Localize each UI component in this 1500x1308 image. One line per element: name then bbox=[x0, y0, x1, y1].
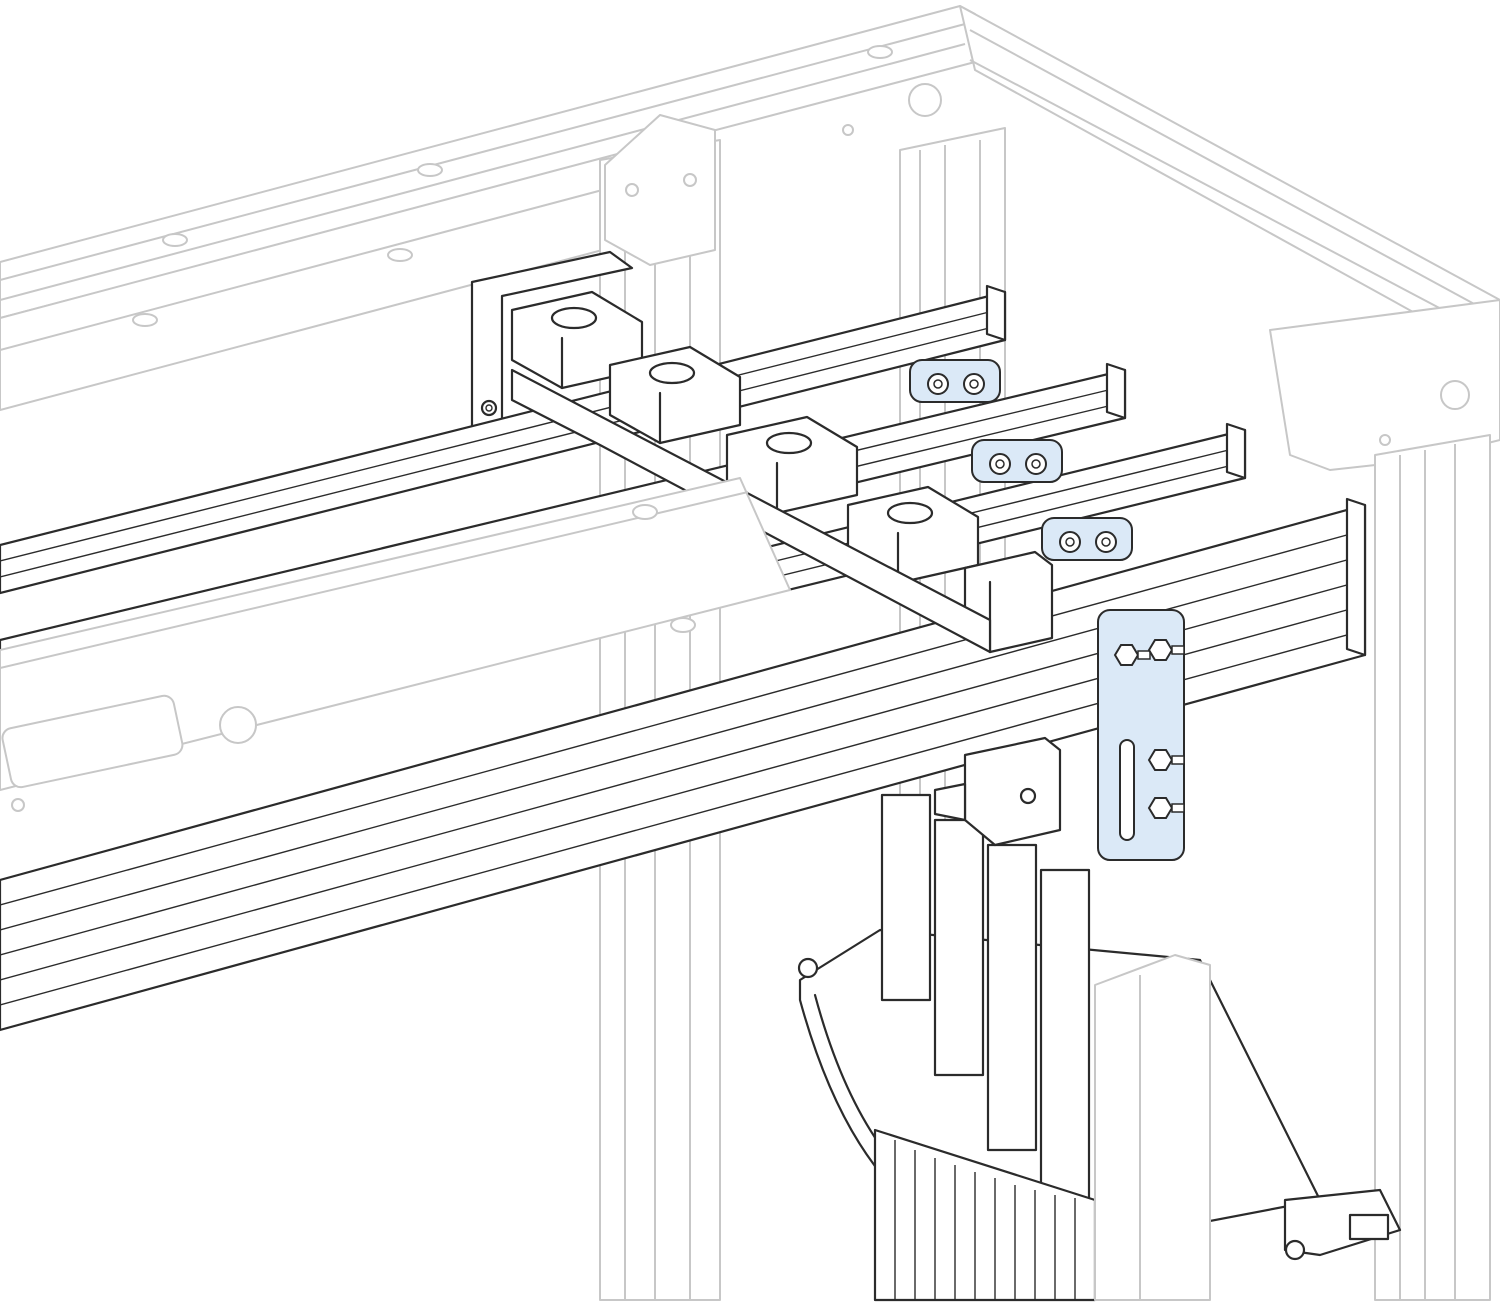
bolt-icon bbox=[1113, 644, 1151, 666]
adjustment-slot bbox=[1119, 739, 1135, 841]
plate-2 bbox=[971, 439, 1063, 483]
bolt-icon bbox=[1025, 453, 1047, 475]
vertical-bar-4 bbox=[1039, 868, 1091, 1222]
lower-structure bbox=[797, 793, 1402, 1302]
vertical-bar-3 bbox=[986, 843, 1038, 1152]
front-cover bbox=[0, 477, 791, 812]
base-knob-left bbox=[797, 957, 819, 979]
upright-bracket bbox=[604, 114, 716, 266]
connection-plates bbox=[909, 359, 1185, 861]
busbar-support-block bbox=[608, 345, 742, 445]
bolt-icon bbox=[1147, 639, 1185, 661]
plate-3 bbox=[1041, 517, 1133, 561]
right-top-rail bbox=[959, 5, 1500, 361]
clamp-bracket bbox=[933, 736, 1062, 847]
bolt-icon bbox=[1147, 797, 1185, 819]
bolt-icon bbox=[989, 453, 1011, 475]
bolt-icon bbox=[963, 373, 985, 395]
vertical-bar-1 bbox=[880, 793, 932, 1002]
bolt-icon bbox=[1059, 531, 1081, 553]
bolt-icon bbox=[1147, 749, 1185, 771]
base-knob-right bbox=[1284, 1239, 1306, 1261]
vertical-plate bbox=[1097, 609, 1185, 861]
front-grey-post bbox=[1094, 954, 1211, 1301]
plate-1 bbox=[909, 359, 1001, 403]
bolt-icon bbox=[927, 373, 949, 395]
vertical-bar-2 bbox=[933, 818, 985, 1077]
right-vertical-post bbox=[1374, 434, 1491, 1301]
bolt-icon bbox=[1095, 531, 1117, 553]
busbar-support-block bbox=[846, 485, 980, 585]
